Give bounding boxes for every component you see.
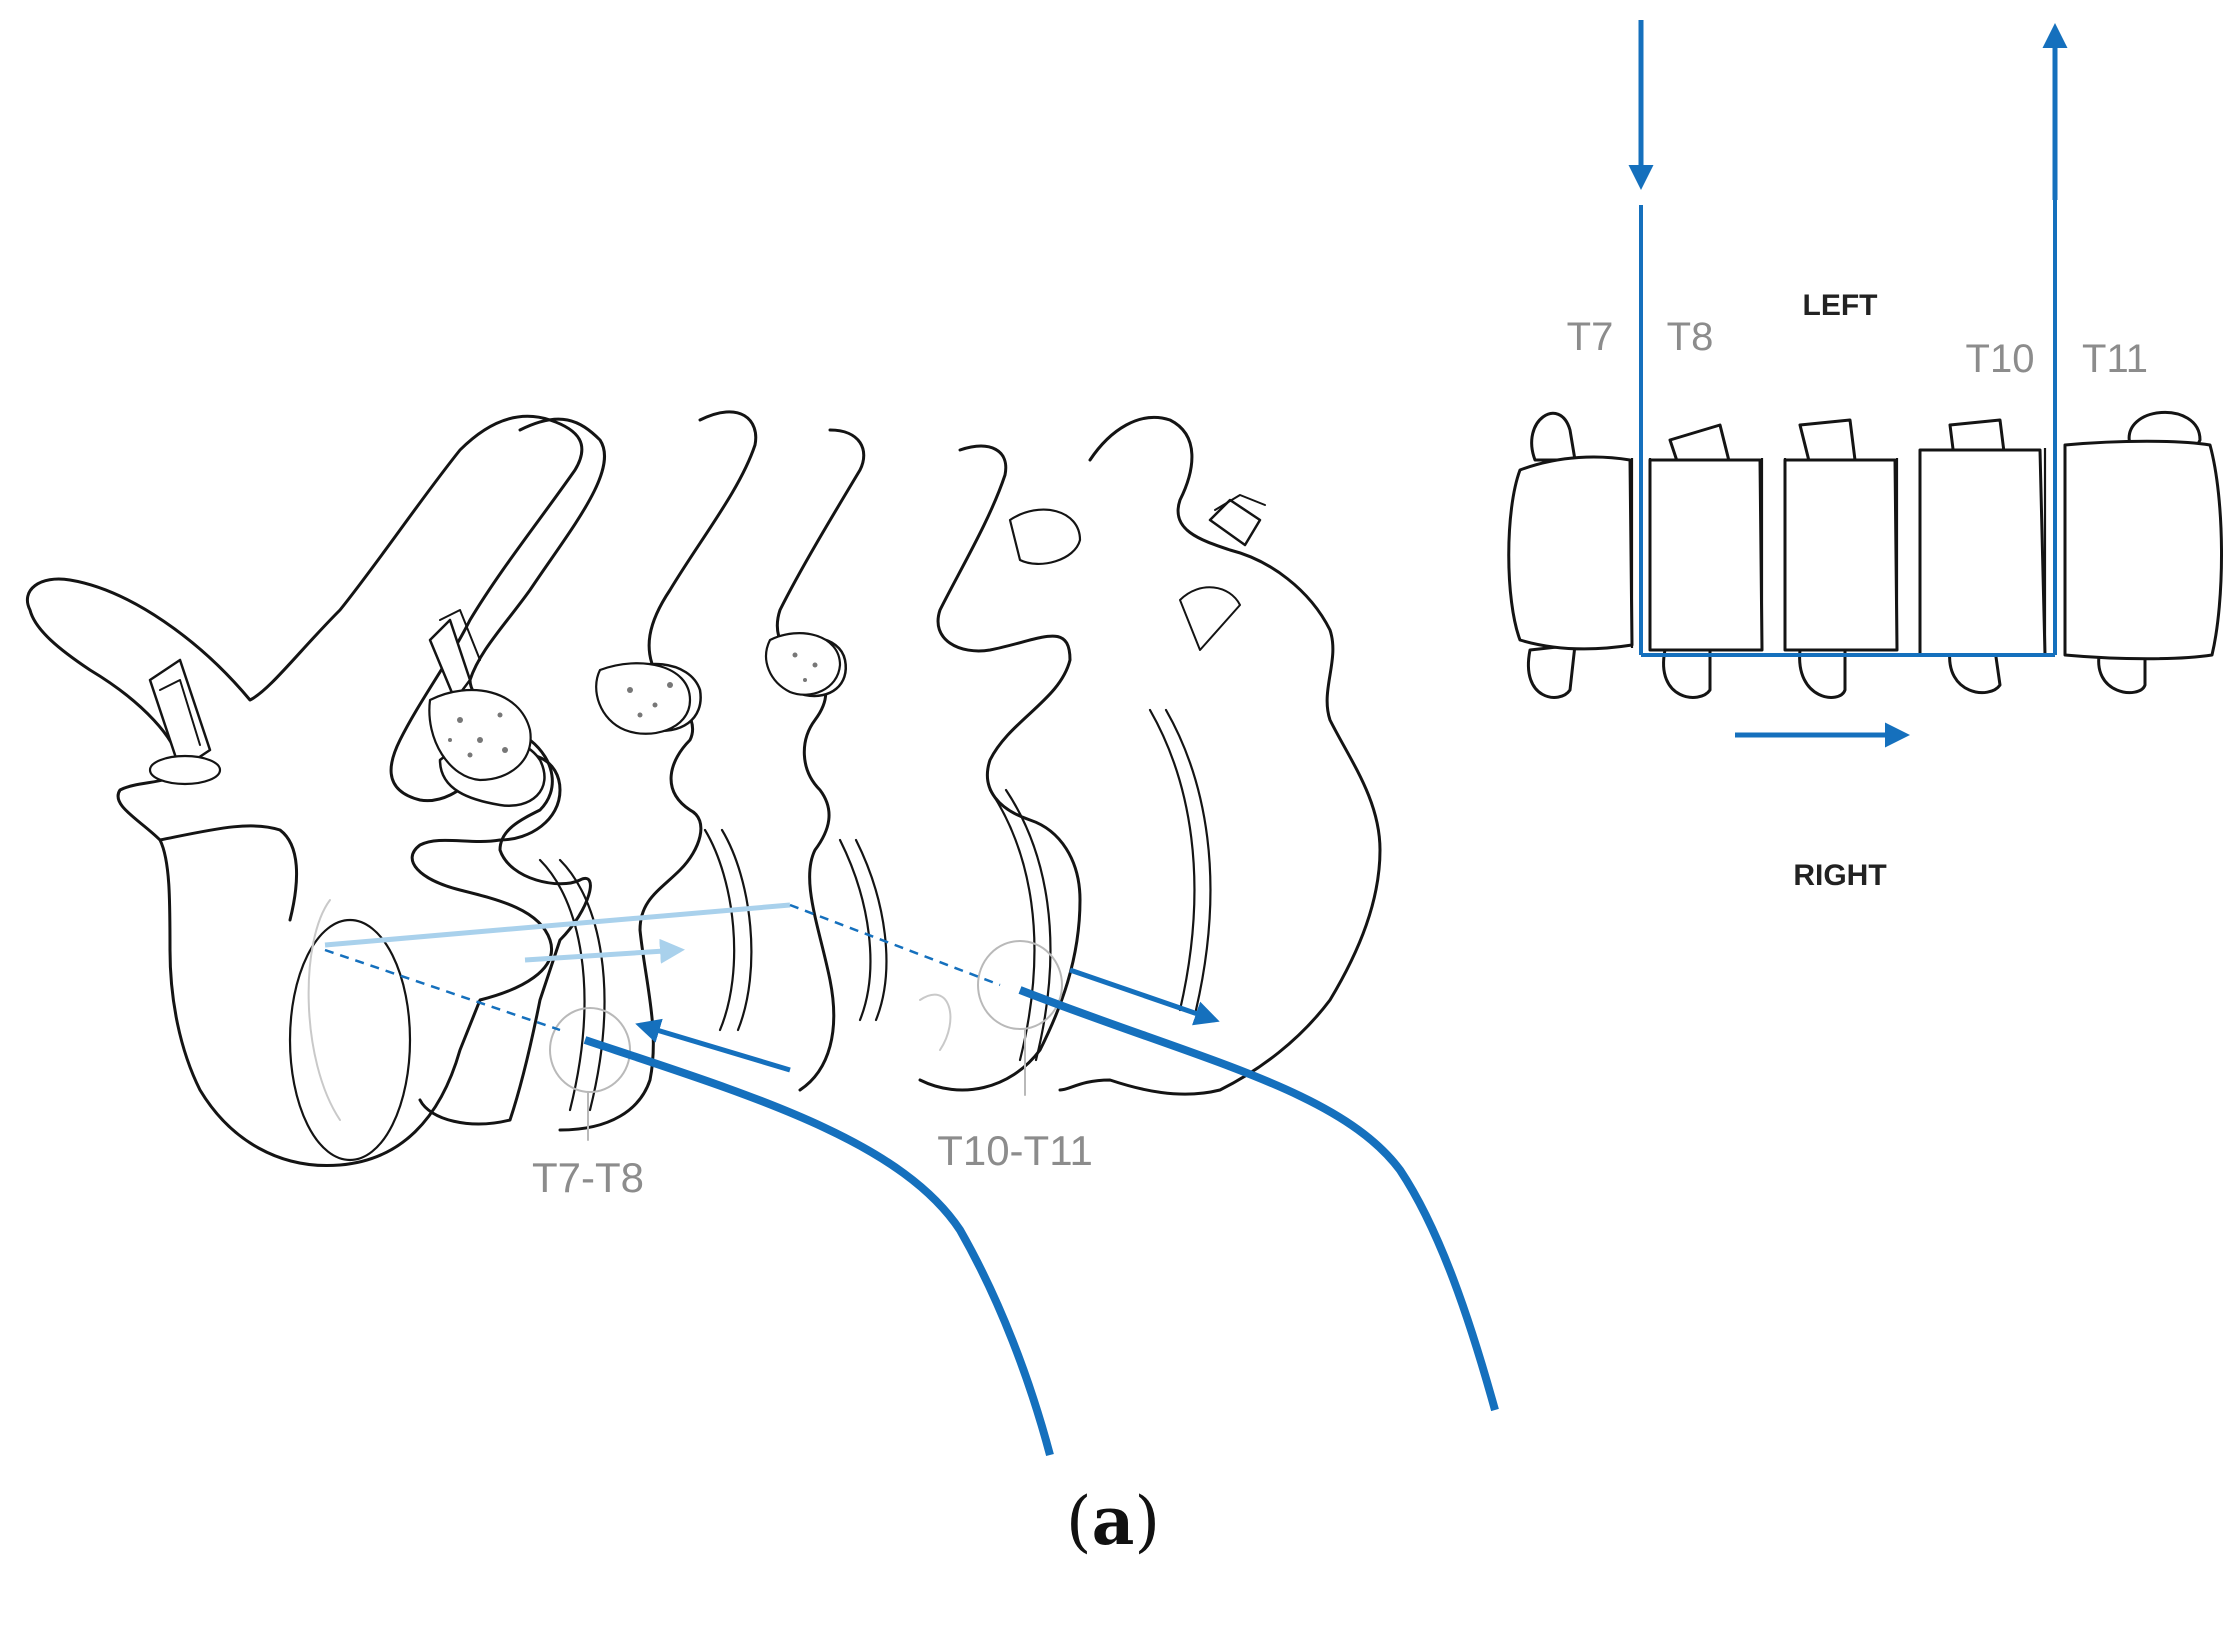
process-bottom-3	[1798, 648, 1847, 699]
caption-letter: a	[1091, 1482, 1135, 1560]
body-t9	[1783, 458, 1899, 652]
top-view-discs	[1630, 445, 2067, 655]
instrument-paths	[324, 902, 1499, 1457]
process-top-3	[1798, 418, 1857, 467]
caption-open: (	[1065, 1483, 1092, 1560]
vertebra-5	[918, 444, 1082, 1092]
fragment-speckles	[448, 652, 818, 758]
lateral-spine-view	[26, 410, 1382, 1168]
light-blue-arrow	[524, 938, 685, 964]
body-t8	[1648, 458, 1764, 652]
top-view-paths	[1628, 20, 2068, 748]
dashed-path-right	[789, 903, 1001, 987]
label-t10-t11: T10-T11	[937, 1127, 1093, 1174]
vertebra-6	[1058, 415, 1382, 1096]
catheter-right	[1018, 986, 1499, 1412]
body-t7	[1507, 455, 1634, 651]
top-view-spine	[1507, 410, 2224, 699]
body-t10	[1918, 448, 2047, 657]
label-t10: T10	[1966, 337, 2035, 381]
body-t11	[2063, 439, 2224, 661]
label-t7-t8: T7-T8	[532, 1154, 644, 1201]
level-markers	[307, 899, 1063, 1141]
label-t8: T8	[1667, 315, 1714, 359]
caption-close: )	[1134, 1483, 1161, 1560]
process-bottom-5	[2097, 648, 2147, 694]
vertebra-3	[558, 410, 758, 1132]
label-t7: T7	[1567, 315, 1614, 359]
vertebra-4	[775, 428, 866, 1092]
catheter-left	[583, 1036, 1054, 1457]
process-bottom-2	[1662, 648, 1712, 699]
process-top-1	[1530, 411, 1577, 462]
process-bottom-4	[1948, 648, 2002, 694]
figure-caption: (a)	[0, 1482, 2226, 1560]
left-blue-arrow	[635, 1018, 791, 1073]
light-blue-path	[324, 902, 791, 948]
label-left: LEFT	[1803, 289, 1878, 322]
right-blue-arrow	[1069, 967, 1220, 1026]
label-right: RIGHT	[1793, 859, 1886, 892]
label-t11: T11	[2082, 337, 2148, 381]
facet-fragments	[428, 632, 842, 782]
intervertebral-disc-lines	[538, 708, 1212, 1112]
vertebra-1	[26, 414, 584, 1168]
process-bottom-1	[1526, 643, 1577, 699]
